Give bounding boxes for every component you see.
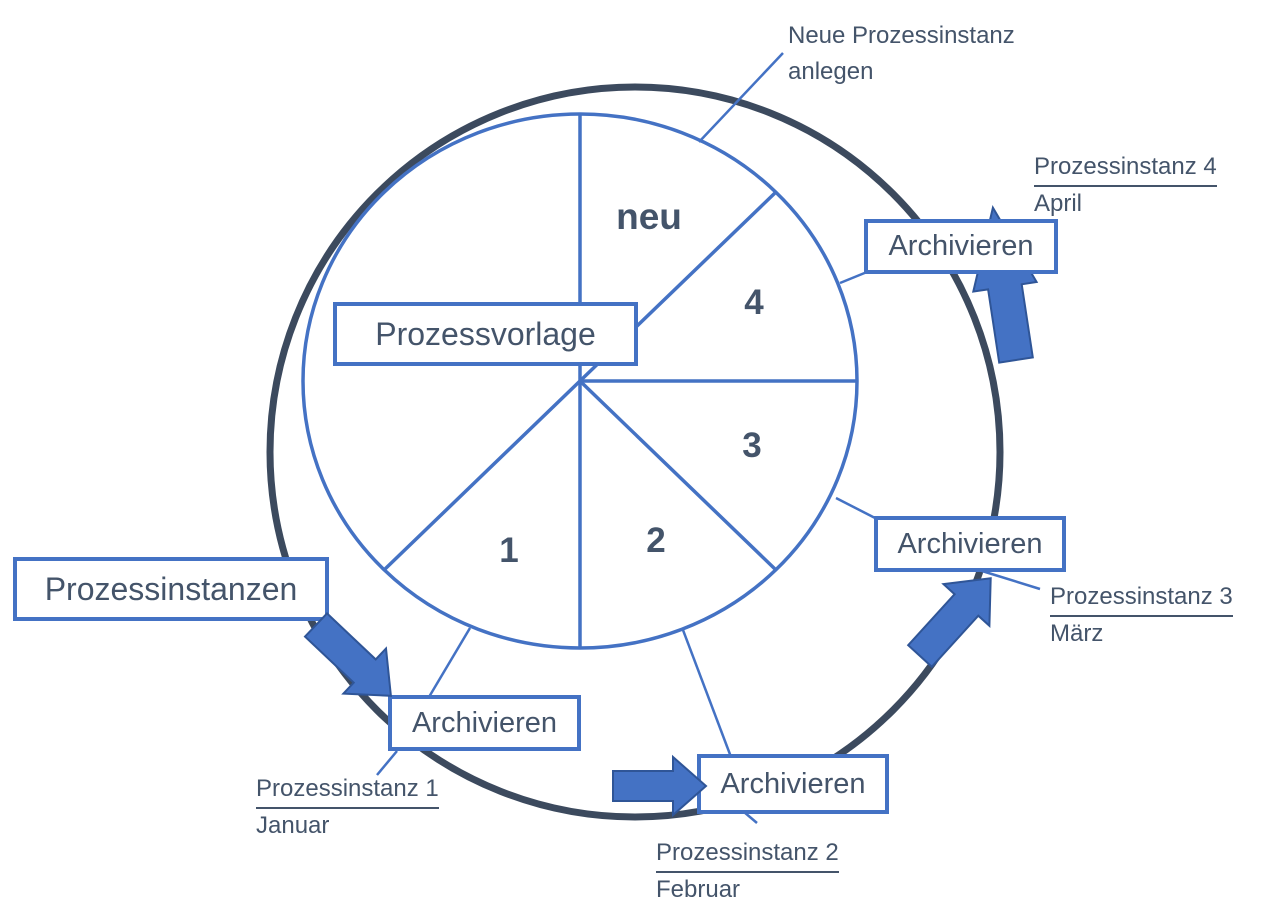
new-instance-note: Neue Prozessinstanz anlegen — [788, 18, 1015, 90]
new-instance-note-line2: anlegen — [788, 58, 874, 85]
leader-archive-1 — [427, 627, 472, 698]
instance-1-month: Januar — [256, 812, 330, 839]
sector-label-3: 3 — [742, 426, 762, 465]
archive-box-1: Archivieren — [388, 695, 581, 751]
leader-archive-2 — [681, 629, 733, 758]
sector-label-2: 2 — [646, 521, 666, 560]
instance-1-label: Prozessinstanz 1 Januar — [256, 772, 439, 843]
archive-box-4-label: Archivieren — [888, 230, 1034, 262]
sector-label-1: 1 — [499, 531, 519, 570]
instance-4-name: Prozessinstanz 4 — [1034, 150, 1217, 187]
process-instances-box: Prozessinstanzen — [13, 557, 329, 621]
leader-instance-1-label — [376, 750, 398, 776]
process-template-box: Prozessvorlage — [333, 302, 638, 366]
leader-instance-3-label — [981, 569, 1041, 591]
leader-archive-4 — [839, 270, 868, 285]
archive-box-4: Archivieren — [864, 219, 1058, 274]
archive-box-2-label: Archivieren — [720, 767, 866, 800]
instance-3-name: Prozessinstanz 3 — [1050, 580, 1233, 617]
instance-3-label: Prozessinstanz 3 März — [1050, 580, 1233, 651]
instance-4-label: Prozessinstanz 4 April — [1034, 150, 1217, 221]
instance-2-month: Februar — [656, 876, 741, 903]
archive-box-3: Archivieren — [874, 516, 1066, 572]
divider-lower-left — [382, 379, 582, 572]
sector-label-4: 4 — [744, 283, 764, 322]
process-instances-label: Prozessinstanzen — [44, 570, 298, 607]
archive-box-3-label: Archivieren — [897, 527, 1043, 560]
leader-archive-3 — [835, 496, 878, 521]
instance-2-label: Prozessinstanz 2 Februar — [656, 836, 839, 907]
archive-box-2: Archivieren — [697, 754, 889, 814]
sector-label-neu: neu — [616, 196, 682, 237]
divider-lower-right — [578, 379, 778, 572]
instance-4-month: April — [1034, 190, 1083, 217]
archive-box-1-label: Archivieren — [411, 706, 558, 739]
instance-2-name: Prozessinstanz 2 — [656, 836, 839, 873]
instance-3-month: März — [1050, 620, 1104, 647]
leader-new-instance — [698, 52, 784, 143]
new-instance-note-line1: Neue Prozessinstanz — [788, 22, 1015, 49]
process-template-label: Prozessvorlage — [375, 315, 596, 352]
instance-1-name: Prozessinstanz 1 — [256, 772, 439, 809]
